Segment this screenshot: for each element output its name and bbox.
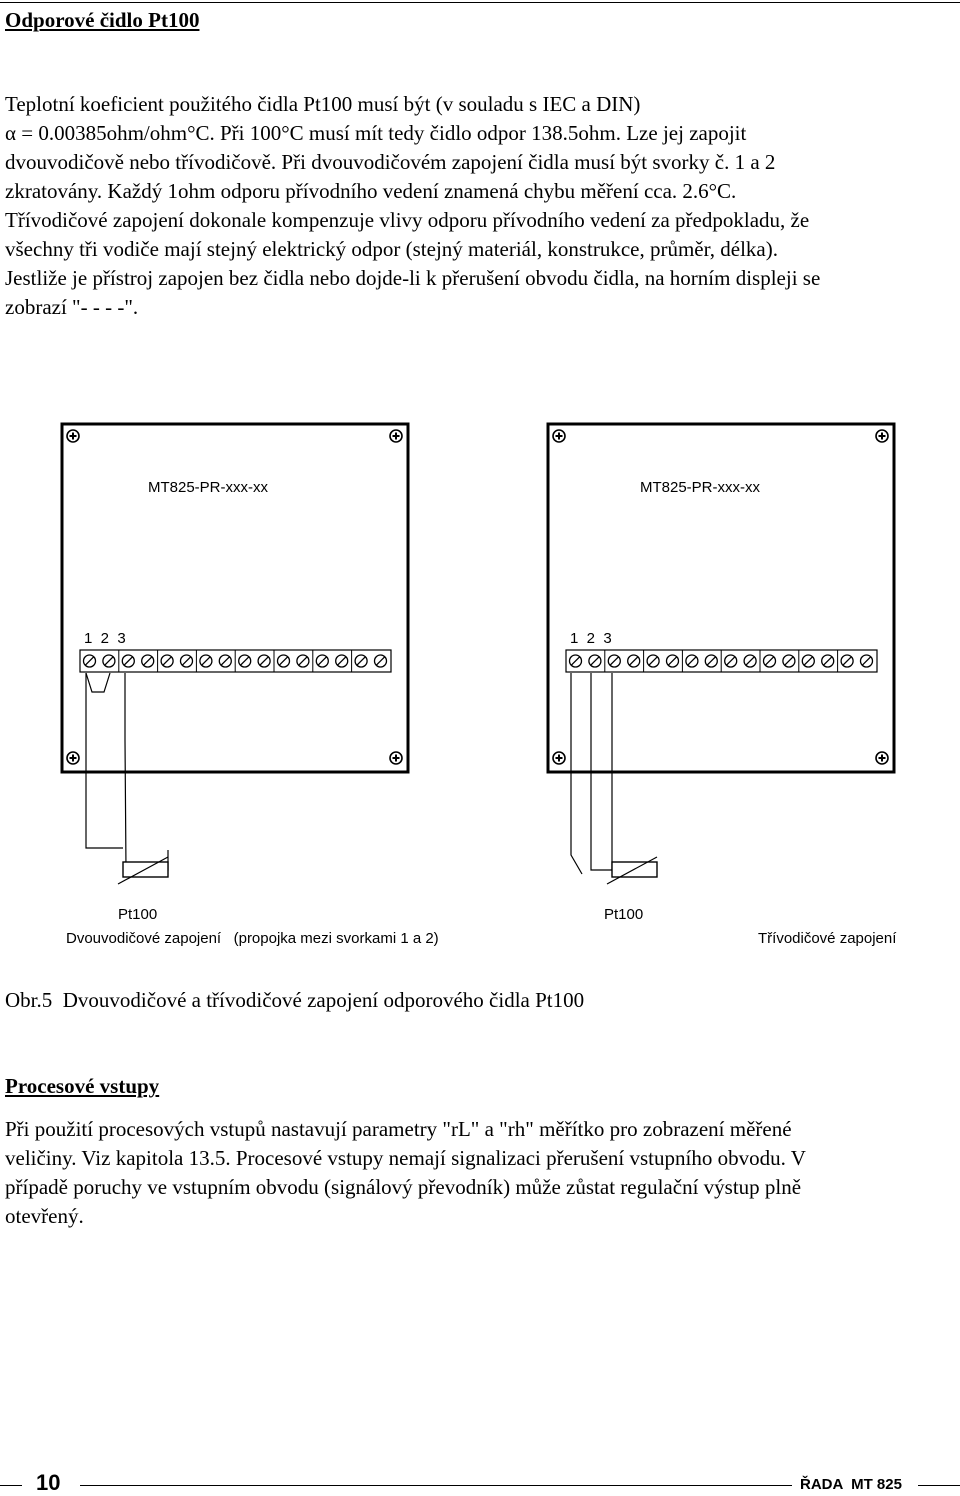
mount-screw-icon xyxy=(389,751,403,765)
terminal-screw-icon xyxy=(335,654,349,668)
terminal-screw-icon xyxy=(276,654,291,668)
terminal-screw-icon xyxy=(743,654,757,668)
terminal-screw-icon xyxy=(801,654,815,668)
terminal-screw-icon xyxy=(724,654,738,668)
paragraph-line: otevřený. xyxy=(5,1204,84,1228)
mount-screw-icon xyxy=(552,429,566,443)
terminal-screw-icon xyxy=(665,654,680,668)
terminal-numbers: 1 2 3 xyxy=(84,630,126,647)
paragraph-line: Třívodičové zapojení dokonale kompenzuje… xyxy=(5,208,810,232)
terminal-screw-icon xyxy=(296,654,310,668)
terminal-screw-icon xyxy=(179,654,194,668)
terminal-screw-icon xyxy=(238,654,252,668)
terminal-screw-icon xyxy=(568,654,583,668)
device-housing xyxy=(60,422,410,774)
terminal-screws-left xyxy=(82,650,388,672)
mount-screw-icon xyxy=(552,751,566,765)
sensor-label: Pt100 xyxy=(604,906,643,923)
mount-screw-icon xyxy=(66,751,80,765)
section-title-pt100: Odporové čidlo Pt100 xyxy=(5,8,200,32)
sensor-label: Pt100 xyxy=(118,906,157,923)
footer-rule-left xyxy=(0,1485,22,1486)
terminal-screw-icon xyxy=(782,654,796,668)
terminal-screw-icon xyxy=(257,654,271,668)
paragraph-line: zobrazí "- - - -". xyxy=(5,295,139,319)
process-inputs-paragraph: Při použití procesových vstupů nastavují… xyxy=(5,1115,955,1231)
paragraph-line: všechny tři vodiče mají stejný elektrick… xyxy=(5,237,779,261)
right-device-three-wire: MT825-PR-xxx-xx 1 2 3 Pt100 Třívodičové … xyxy=(546,422,897,947)
mount-screw-icon xyxy=(875,429,889,443)
resistor-arrow xyxy=(117,856,169,885)
mount-screw-icon xyxy=(875,751,889,765)
jumper-1-2 xyxy=(85,672,111,693)
terminal-screw-icon xyxy=(588,654,602,668)
mount-screw-icon xyxy=(389,429,403,443)
terminal-numbers: 1 2 3 xyxy=(570,630,612,647)
terminal-screw-icon xyxy=(840,654,854,668)
terminal-screw-icon xyxy=(627,654,641,668)
paragraph-line: Teplotní koeficient použitého čidla Pt10… xyxy=(5,92,641,116)
connection-type-label: Třívodičové zapojení xyxy=(758,930,897,947)
paragraph-line: dvouvodičově nebo třívodičově. Při dvouv… xyxy=(5,150,776,174)
top-rule xyxy=(0,2,960,3)
terminal-screw-icon xyxy=(762,654,777,668)
terminal-screw-icon xyxy=(685,654,699,668)
terminal-screw-icon xyxy=(121,654,135,668)
terminal-screw-icon xyxy=(704,654,718,668)
paragraph-line: případě poruchy ve vstupním obvodu (sign… xyxy=(5,1175,802,1199)
resistor-arrow xyxy=(606,856,658,885)
device-housing xyxy=(546,422,896,774)
wire-1 xyxy=(570,673,583,875)
footer-rule-right xyxy=(918,1485,960,1486)
footer-rule-middle xyxy=(80,1485,792,1486)
wire-2 xyxy=(590,673,612,871)
terminal-screws-right xyxy=(568,650,874,672)
paragraph-line: Při použití procesových vstupů nastavují… xyxy=(5,1117,792,1141)
paragraph-line: Jestliže je přístroj zapojen bez čidla n… xyxy=(5,266,821,290)
figure-caption: Obr.5 Dvouvodičové a třívodičové zapojen… xyxy=(5,988,585,1012)
wire-1 xyxy=(85,673,123,849)
terminal-screw-icon xyxy=(218,654,232,668)
page-number: 10 xyxy=(36,1470,61,1495)
terminal-screw-icon xyxy=(607,654,621,668)
terminal-screw-icon xyxy=(160,654,174,668)
terminal-screw-icon xyxy=(821,654,835,668)
terminal-screw-icon xyxy=(354,654,368,668)
paragraph-line: zkratovány. Každý 1ohm odporu přívodního… xyxy=(5,179,737,203)
paragraph-line: α = 0.00385ohm/ohm°C. Při 100°C musí mít… xyxy=(5,121,747,145)
mount-screw-icon xyxy=(66,429,80,443)
section-title-process-inputs: Procesové vstupy xyxy=(5,1074,160,1098)
pt100-paragraph: Teplotní koeficient použitého čidla Pt10… xyxy=(5,90,955,322)
series-label: ŘADA MT 825 xyxy=(800,1476,902,1493)
terminal-screw-icon xyxy=(82,654,97,668)
device-model-label: MT825-PR-xxx-xx xyxy=(640,479,761,496)
device-model-label: MT825-PR-xxx-xx xyxy=(148,479,269,496)
left-device-two-wire: MT825-PR-xxx-xx 1 2 3 Pt100 Dvouvodičové… xyxy=(60,422,439,947)
terminal-screw-icon xyxy=(102,654,116,668)
terminal-screw-icon xyxy=(141,654,155,668)
terminal-screw-icon xyxy=(646,654,660,668)
terminal-screw-icon xyxy=(859,654,874,668)
connection-type-label: Dvouvodičové zapojení (propojka mezi svo… xyxy=(66,930,439,947)
terminal-screw-icon xyxy=(199,654,213,668)
paragraph-line: veličiny. Viz kapitola 13.5. Procesové v… xyxy=(5,1146,806,1170)
terminal-screw-icon xyxy=(373,654,388,668)
terminal-screw-icon xyxy=(315,654,329,668)
